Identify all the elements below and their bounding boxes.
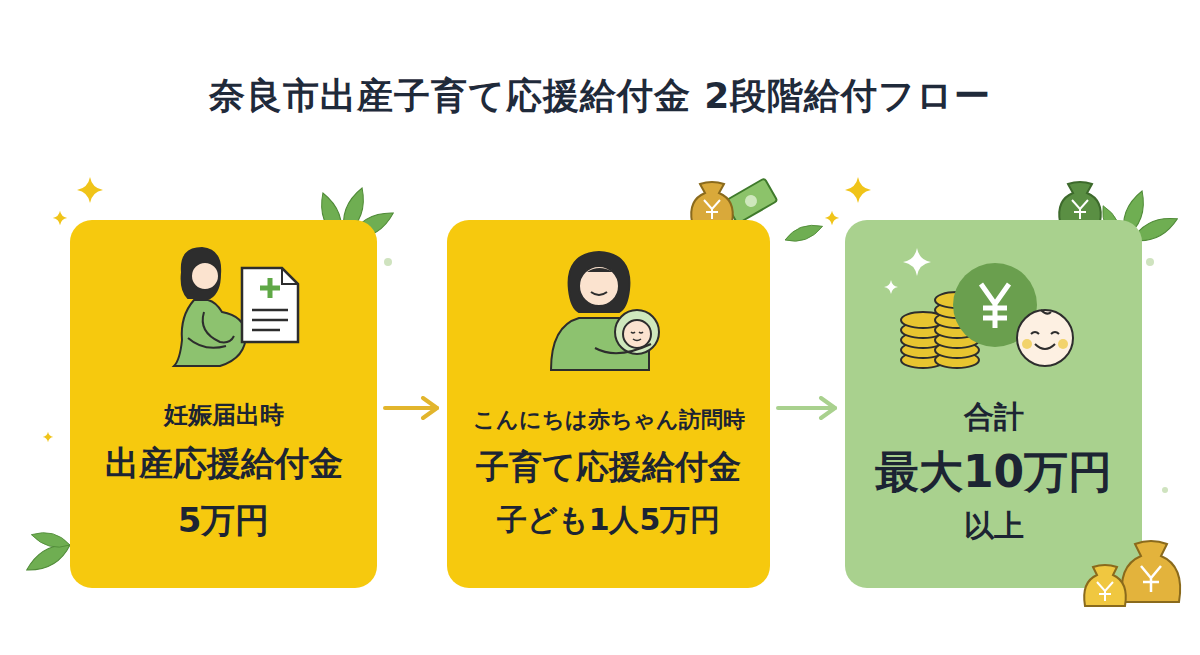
mother-with-baby bbox=[623, 320, 651, 348]
yen-coin bbox=[953, 263, 1037, 347]
pregnant-woman bbox=[191, 262, 219, 290]
sparkle bbox=[845, 177, 871, 203]
leaf-cluster bbox=[30, 528, 72, 551]
sparkle bbox=[884, 248, 931, 294]
coin-stack bbox=[901, 342, 945, 358]
pregnant-woman bbox=[174, 248, 246, 366]
pregnant-woman bbox=[188, 338, 226, 348]
flow-arrow bbox=[778, 406, 835, 410]
money-bill bbox=[725, 178, 778, 224]
coin-stack bbox=[901, 322, 945, 338]
diagram-title: 奈良市出産子育て応援給付金 2段階給付フロー bbox=[0, 72, 1200, 121]
money-bill bbox=[743, 193, 759, 209]
box-heading: 妊娠届出時 bbox=[164, 400, 284, 430]
mother-with-baby bbox=[615, 310, 659, 354]
money-bag bbox=[1141, 566, 1161, 592]
benefit-amount: 5万円 bbox=[178, 499, 270, 542]
coin-stack bbox=[901, 352, 945, 368]
sparkle bbox=[43, 432, 53, 442]
benefit-name: 子育て応援給付金 bbox=[476, 446, 741, 487]
dot bbox=[1162, 487, 1168, 493]
mother-with-baby bbox=[631, 332, 643, 341]
benefit-amount: 子ども1人5万円 bbox=[497, 501, 721, 539]
mother-with-baby bbox=[551, 252, 659, 370]
sparkle bbox=[77, 177, 103, 203]
money-bag bbox=[1084, 565, 1126, 606]
coin-stack bbox=[901, 312, 945, 328]
flow-arrow bbox=[385, 406, 437, 410]
document-icon bbox=[252, 310, 288, 330]
sparkle bbox=[903, 248, 931, 276]
money-bag bbox=[1097, 582, 1113, 601]
coin-stack bbox=[901, 292, 979, 368]
money-bill bbox=[725, 178, 778, 224]
coin-stack bbox=[935, 302, 979, 318]
document-icon bbox=[242, 268, 298, 342]
mother-with-baby bbox=[569, 252, 630, 312]
mother-with-baby bbox=[591, 292, 607, 295]
baby-face bbox=[1031, 332, 1059, 334]
baby-face bbox=[1017, 310, 1073, 366]
mother-with-baby bbox=[587, 268, 613, 272]
pregnant-woman bbox=[174, 300, 246, 366]
pregnant-woman bbox=[203, 312, 234, 342]
yen-coin bbox=[953, 263, 1037, 347]
box-heading: こんにちは赤ちゃん訪問時 bbox=[473, 406, 745, 434]
mother-with-baby bbox=[551, 318, 649, 370]
dot bbox=[384, 258, 392, 266]
total-box: 合計最大10万円以上 bbox=[845, 220, 1142, 588]
mother-with-baby bbox=[579, 266, 619, 306]
coin-stack bbox=[935, 322, 979, 338]
money-bag bbox=[704, 200, 720, 219]
dot bbox=[1146, 258, 1154, 266]
step-box: 妊娠届出時出産応援給付金 5万円 bbox=[70, 220, 377, 588]
mother-with-baby bbox=[595, 344, 651, 353]
baby-face bbox=[1041, 310, 1051, 314]
coin-stack bbox=[901, 332, 945, 348]
coin-stack bbox=[935, 342, 979, 358]
document-icon bbox=[260, 278, 280, 298]
money-bag bbox=[1084, 541, 1180, 606]
coin-stack bbox=[935, 352, 979, 368]
coin-stack bbox=[935, 332, 979, 348]
baby-face bbox=[1017, 310, 1073, 366]
sparkle bbox=[53, 211, 67, 225]
benefit-name: 出産応援給付金 bbox=[105, 442, 343, 485]
coin-stack bbox=[935, 292, 979, 308]
benefit-name: 最大10万円 bbox=[875, 444, 1112, 499]
sparkle bbox=[825, 211, 839, 225]
benefit-amount: 以上 bbox=[964, 507, 1024, 545]
pregnant-woman bbox=[182, 248, 221, 298]
yen-coin bbox=[981, 284, 1009, 328]
money-bag bbox=[1072, 200, 1088, 219]
money-bag bbox=[691, 182, 1101, 222]
step-box: こんにちは赤ちゃん訪問時子育て応援給付金子ども1人5万円 bbox=[447, 220, 770, 588]
document-icon bbox=[242, 268, 298, 342]
baby-face bbox=[1022, 339, 1032, 349]
box-heading: 合計 bbox=[964, 398, 1024, 436]
money-bag bbox=[691, 182, 733, 222]
baby-face bbox=[1035, 344, 1055, 349]
sparkle bbox=[884, 280, 898, 294]
money-bag bbox=[1059, 182, 1101, 222]
leaf-cluster bbox=[23, 538, 74, 577]
leaf-cluster bbox=[783, 220, 825, 246]
baby-face bbox=[1058, 339, 1068, 349]
document-icon bbox=[282, 268, 298, 284]
money-bag bbox=[1122, 541, 1180, 602]
coin-stack bbox=[935, 312, 979, 328]
